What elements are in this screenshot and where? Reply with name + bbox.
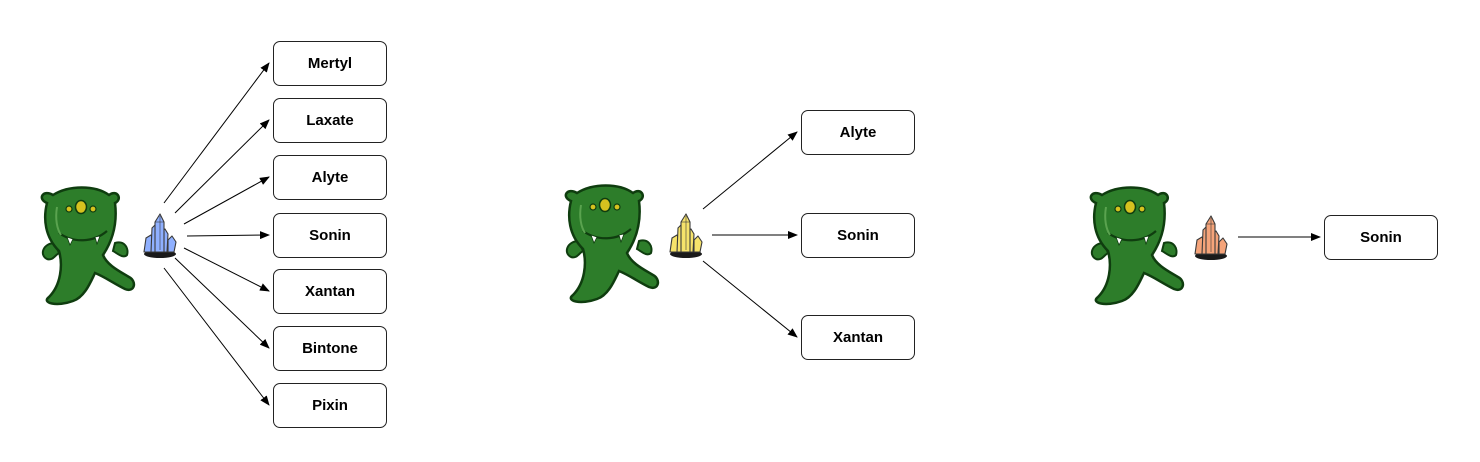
label-node: Xantan <box>801 314 915 360</box>
yellow-crystal-icon <box>669 213 703 258</box>
arrow <box>186 231 270 240</box>
arrow <box>702 260 798 338</box>
label-node: Laxate <box>273 97 387 143</box>
green-monster-icon <box>1089 186 1185 306</box>
label-node: Alyte <box>273 154 387 200</box>
label-node: Sonin <box>801 212 915 258</box>
arrow <box>183 247 270 292</box>
orange-crystal-icon <box>1194 215 1228 260</box>
label-node: Pixin <box>273 382 387 428</box>
blue-crystal-icon <box>143 213 177 258</box>
arrow <box>163 267 270 406</box>
label-node: Sonin <box>273 212 387 258</box>
arrow <box>174 119 270 214</box>
label-node: Sonin <box>1324 214 1438 260</box>
arrow <box>163 62 270 204</box>
arrow <box>702 131 798 210</box>
label-node: Mertyl <box>273 40 387 86</box>
arrow <box>174 257 270 349</box>
green-monster-icon <box>564 184 660 304</box>
arrow <box>183 176 270 225</box>
green-monster-icon <box>40 186 136 306</box>
label-node: Alyte <box>801 109 915 155</box>
label-node: Xantan <box>273 268 387 314</box>
label-node: Bintone <box>273 325 387 371</box>
